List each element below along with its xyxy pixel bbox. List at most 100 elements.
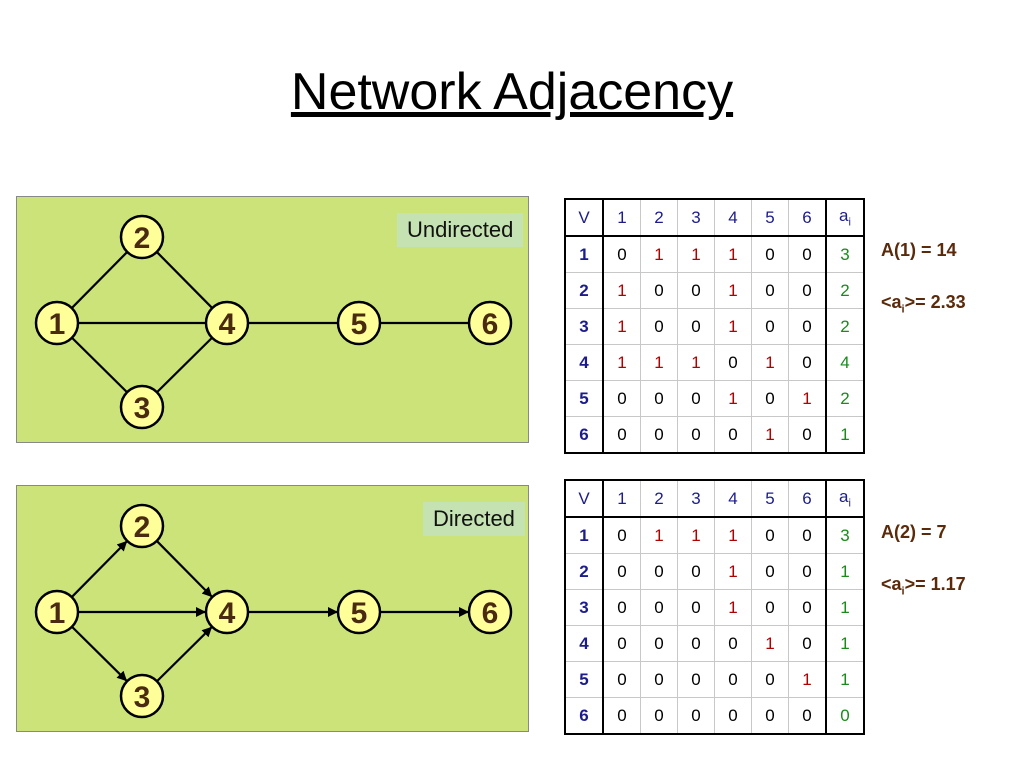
degree-cell: 3 — [825, 235, 865, 273]
node-6: 6 — [467, 589, 513, 635]
matrix-cell: 0 — [788, 553, 827, 590]
matrix-cell: 0 — [640, 308, 678, 345]
degree-cell: 1 — [825, 661, 865, 698]
matrix-cell: 1 — [714, 589, 752, 626]
column-header: 4 — [714, 479, 752, 518]
row-header: 5 — [564, 380, 604, 417]
matrix-cell: 1 — [714, 235, 752, 273]
row-header: 6 — [564, 416, 604, 454]
matrix-cell: 0 — [602, 589, 641, 626]
edge-3-4 — [156, 336, 213, 394]
matrix-cell: 1 — [602, 272, 641, 309]
matrix-cell: 1 — [714, 272, 752, 309]
matrix-cell: 0 — [640, 380, 678, 417]
svg-text:2: 2 — [134, 511, 151, 544]
matrix-cell: 0 — [751, 553, 789, 590]
svg-text:4: 4 — [219, 597, 236, 630]
matrix-cell: 0 — [602, 516, 641, 554]
svg-text:2: 2 — [134, 222, 151, 255]
matrix-cell: 0 — [788, 235, 827, 273]
column-header: 1 — [602, 479, 641, 518]
matrix-cell: 1 — [640, 344, 678, 381]
matrix-cell: 0 — [677, 416, 715, 454]
row-header: 1 — [564, 516, 604, 554]
degree-cell: 2 — [825, 380, 865, 417]
matrix-cell: 0 — [602, 625, 641, 662]
matrix-cell: 0 — [677, 589, 715, 626]
row-header: 3 — [564, 589, 604, 626]
edge-1-2 — [70, 540, 128, 598]
matrix-cell: 0 — [751, 589, 789, 626]
edge-1-2 — [70, 251, 129, 309]
matrix-cell: 0 — [751, 697, 789, 735]
svg-text:6: 6 — [482, 308, 499, 341]
column-header: 3 — [677, 479, 715, 518]
matrix-cell: 0 — [751, 235, 789, 273]
average-degree-undirected: <ai>= 2.33 — [881, 292, 966, 316]
corner-cell: V — [564, 198, 604, 237]
matrix-cell: 1 — [751, 625, 789, 662]
degree-cell: 4 — [825, 344, 865, 381]
matrix-cell: 0 — [602, 380, 641, 417]
matrix-cell: 0 — [602, 661, 641, 698]
matrix-cell: 1 — [714, 516, 752, 554]
svg-text:4: 4 — [219, 308, 236, 341]
column-header: 6 — [788, 198, 827, 237]
matrix-cell: 1 — [714, 553, 752, 590]
matrix-cell: 0 — [751, 380, 789, 417]
node-4: 4 — [204, 589, 250, 635]
matrix-cell: 1 — [751, 416, 789, 454]
column-header: 6 — [788, 479, 827, 518]
matrix-cell: 0 — [640, 272, 678, 309]
total-links-undirected: A(1) = 14 — [881, 240, 957, 260]
matrix-cell: 0 — [602, 553, 641, 590]
matrix-cell: 0 — [788, 308, 827, 345]
matrix-cell: 0 — [714, 697, 752, 735]
matrix-cell: 0 — [751, 272, 789, 309]
svg-text:1: 1 — [49, 308, 66, 341]
matrix-cell: 0 — [788, 516, 827, 554]
row-header: 6 — [564, 697, 604, 735]
row-header: 1 — [564, 235, 604, 273]
matrix-cell: 0 — [677, 661, 715, 698]
node-4: 4 — [204, 300, 250, 346]
svg-text:3: 3 — [134, 681, 151, 714]
matrix-cell: 0 — [677, 380, 715, 417]
edge-1-3 — [71, 625, 128, 682]
node-5: 5 — [336, 300, 382, 346]
matrix-cell: 1 — [640, 516, 678, 554]
matrix-cell: 0 — [714, 344, 752, 381]
svg-text:6: 6 — [482, 597, 499, 630]
degree-cell: 3 — [825, 516, 865, 554]
matrix-cell: 1 — [677, 235, 715, 273]
matrix-cell: 0 — [788, 344, 827, 381]
row-header: 3 — [564, 308, 604, 345]
node-2: 2 — [119, 503, 165, 549]
matrix-cell: 0 — [602, 416, 641, 454]
node-5: 5 — [336, 589, 382, 635]
column-header: 4 — [714, 198, 752, 237]
degree-cell: 1 — [825, 416, 865, 454]
matrix-cell: 0 — [788, 589, 827, 626]
page-title: Network Adjacency — [290, 63, 734, 121]
svg-text:3: 3 — [134, 392, 151, 425]
degree-cell: 1 — [825, 589, 865, 626]
node-1: 1 — [34, 300, 80, 346]
matrix-cell: 0 — [751, 516, 789, 554]
degree-cell: 1 — [825, 553, 865, 590]
row-header: 2 — [564, 553, 604, 590]
column-header: 2 — [640, 198, 678, 237]
column-header: 5 — [751, 479, 789, 518]
matrix-cell: 1 — [751, 344, 789, 381]
